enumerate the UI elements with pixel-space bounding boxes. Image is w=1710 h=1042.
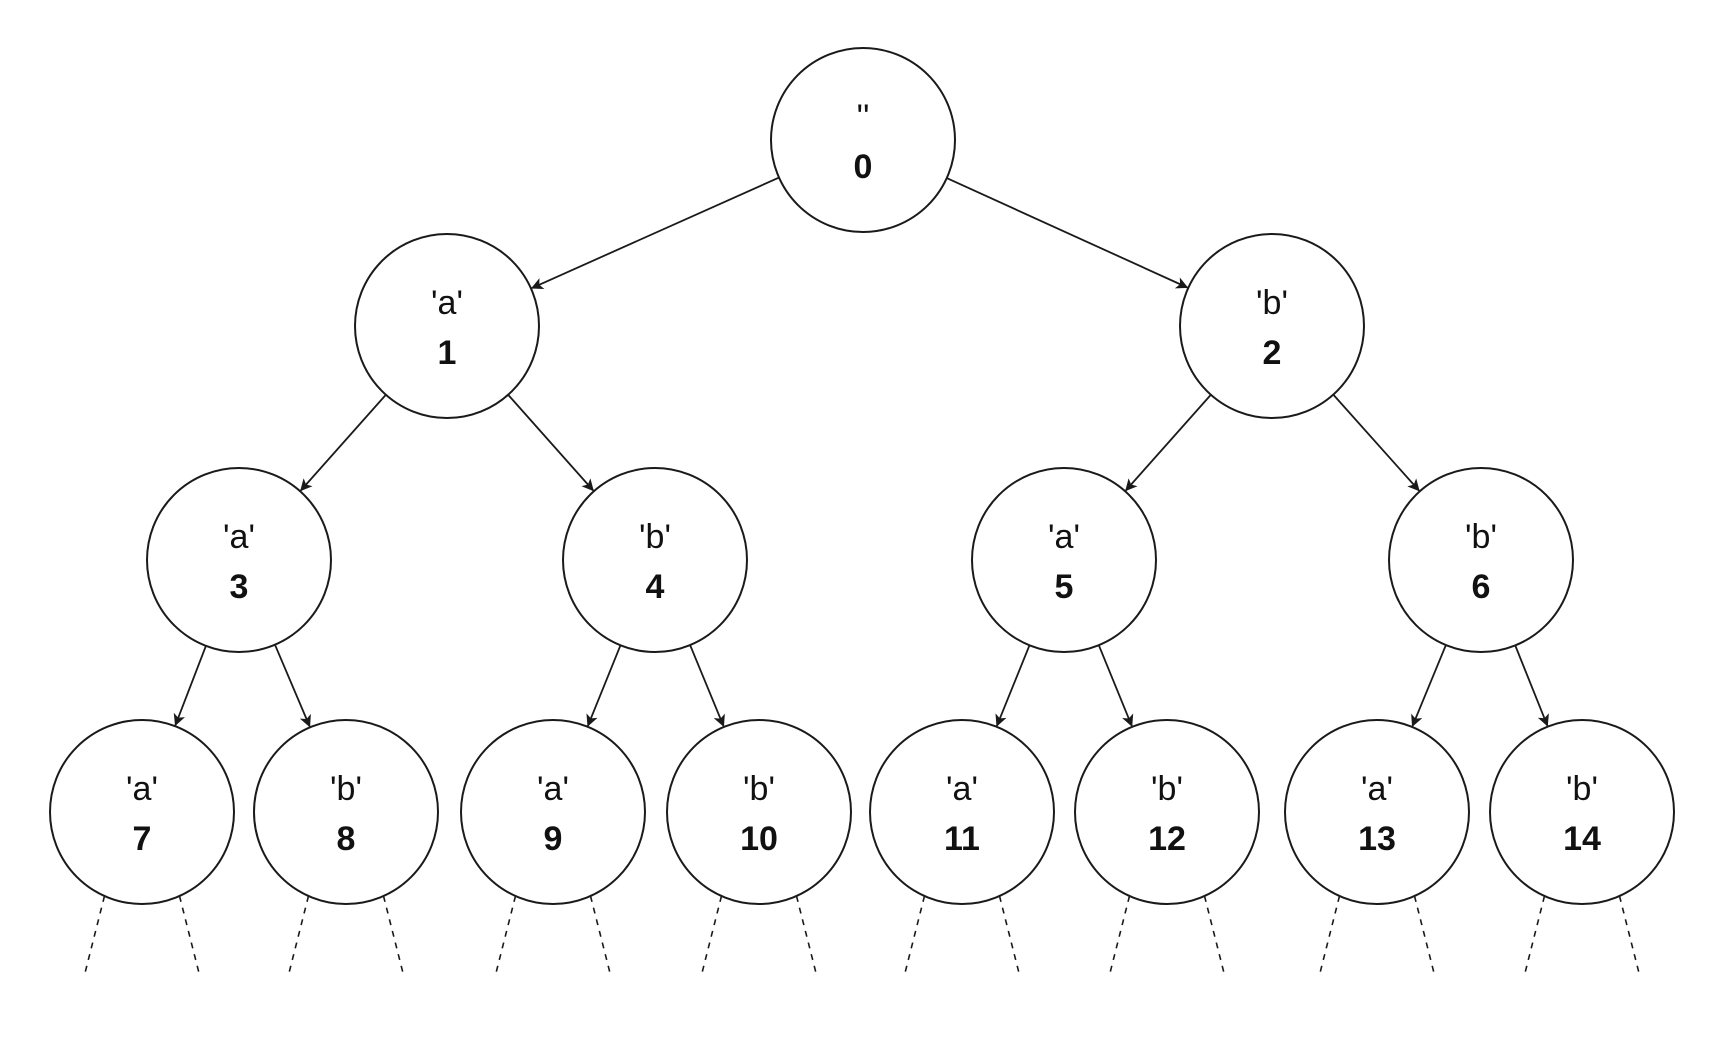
- continuation-stubs: [83, 895, 1641, 976]
- node-char-label: 'b': [1151, 770, 1183, 808]
- node-index-label: 5: [1055, 568, 1074, 606]
- edge-1-to-3: [300, 394, 387, 492]
- node-index-label: 14: [1563, 820, 1601, 858]
- continuation-stub-13-right: [1413, 895, 1436, 976]
- tree-node-13: 'a' 13: [1284, 719, 1470, 905]
- node-char-label: 'a': [946, 770, 978, 808]
- continuation-stub-8-right: [382, 895, 405, 976]
- continuation-stub-12-left: [1108, 895, 1131, 976]
- node-index-label: 12: [1148, 820, 1186, 858]
- node-circle: [253, 719, 439, 905]
- edge-3-to-8: [274, 644, 311, 728]
- edge-6-to-14: [1514, 645, 1549, 727]
- node-circle: [869, 719, 1055, 905]
- node-char-label: 'b': [1256, 284, 1288, 322]
- node-char-label: 'b': [330, 770, 362, 808]
- tree-node-9: 'a' 9: [460, 719, 646, 905]
- tree-node-2: 'b' 2: [1179, 233, 1365, 419]
- node-circle: [1489, 719, 1675, 905]
- node-circle: [460, 719, 646, 905]
- node-char-label: 'b': [1566, 770, 1598, 808]
- edges-layer: [173, 176, 1549, 728]
- node-char-label: 'a': [223, 518, 255, 556]
- node-char-label: 'a': [1361, 770, 1393, 808]
- node-char-label: 'a': [126, 770, 158, 808]
- node-circle: [1284, 719, 1470, 905]
- node-index-label: 4: [646, 568, 665, 606]
- continuation-stub-10-right: [795, 895, 818, 976]
- node-index-label: 2: [1263, 334, 1282, 372]
- edge-3-to-7: [173, 645, 207, 727]
- tree-node-4: 'b' 4: [562, 467, 748, 653]
- continuation-stub-10-left: [700, 895, 723, 976]
- edge-0-to-2: [946, 177, 1189, 289]
- tree-node-10: 'b' 10: [666, 719, 852, 905]
- node-circle: [354, 233, 540, 419]
- edge-4-to-10: [689, 644, 725, 727]
- continuation-stub-12-right: [1203, 895, 1226, 976]
- edge-6-to-13: [1411, 644, 1447, 727]
- edge-0-to-1: [530, 176, 780, 290]
- edge-4-to-9: [586, 644, 622, 727]
- node-index-label: 8: [337, 820, 356, 858]
- node-char-label: 'a': [1048, 518, 1080, 556]
- node-char-label: 'b': [639, 518, 671, 556]
- edge-1-to-4: [507, 394, 594, 492]
- tree-node-11: 'a' 11: [869, 719, 1055, 905]
- node-index-label: 10: [740, 820, 778, 858]
- node-circle: [146, 467, 332, 653]
- node-index-label: 3: [230, 568, 249, 606]
- node-char-label: 'a': [537, 770, 569, 808]
- continuation-stub-9-left: [494, 895, 517, 976]
- node-circle: [1074, 719, 1260, 905]
- tree-node-8: 'b' 8: [253, 719, 439, 905]
- tree-node-1: 'a' 1: [354, 233, 540, 419]
- tree-node-12: 'b' 12: [1074, 719, 1260, 905]
- nodes-layer: ''0'a'1'b'2'a'3'b'4'a'5'b'6'a'7'b'8'a'9'…: [49, 47, 1675, 905]
- node-circle: [1388, 467, 1574, 653]
- tree-node-5: 'a' 5: [971, 467, 1157, 653]
- node-index-label: 9: [544, 820, 563, 858]
- continuation-stub-14-right: [1618, 895, 1641, 976]
- continuation-stub-14-left: [1523, 895, 1546, 976]
- continuation-stub-7-right: [178, 895, 201, 976]
- edge-5-to-12: [1097, 644, 1134, 727]
- node-index-label: 7: [133, 820, 152, 858]
- node-char-label: 'b': [1465, 518, 1497, 556]
- node-index-label: 11: [944, 820, 980, 858]
- edge-5-to-11: [995, 644, 1031, 727]
- node-char-label: 'a': [431, 284, 463, 322]
- edge-2-to-6: [1332, 394, 1420, 492]
- continuation-stub-11-left: [903, 895, 926, 976]
- node-circle: [666, 719, 852, 905]
- continuation-stub-9-right: [589, 895, 612, 976]
- tree-node-3: 'a' 3: [146, 467, 332, 653]
- tree-node-14: 'b' 14: [1489, 719, 1675, 905]
- node-index-label: 6: [1472, 568, 1491, 606]
- node-circle: [49, 719, 235, 905]
- node-index-label: 13: [1358, 820, 1396, 858]
- continuation-stub-8-left: [287, 895, 310, 976]
- node-circle: [971, 467, 1157, 653]
- continuation-stub-7-left: [83, 895, 106, 976]
- node-char-label: 'b': [743, 770, 775, 808]
- node-char-label: '': [857, 98, 870, 136]
- continuation-stub-11-right: [998, 895, 1021, 976]
- node-index-label: 1: [438, 334, 457, 372]
- node-index-label: 0: [854, 148, 873, 186]
- node-circle: [1179, 233, 1365, 419]
- tree-node-0: '' 0: [770, 47, 956, 233]
- tree-node-7: 'a' 7: [49, 719, 235, 905]
- node-circle: [770, 47, 956, 233]
- tree-node-6: 'b' 6: [1388, 467, 1574, 653]
- edge-2-to-5: [1125, 394, 1212, 492]
- continuation-stub-13-left: [1318, 895, 1341, 976]
- node-circle: [562, 467, 748, 653]
